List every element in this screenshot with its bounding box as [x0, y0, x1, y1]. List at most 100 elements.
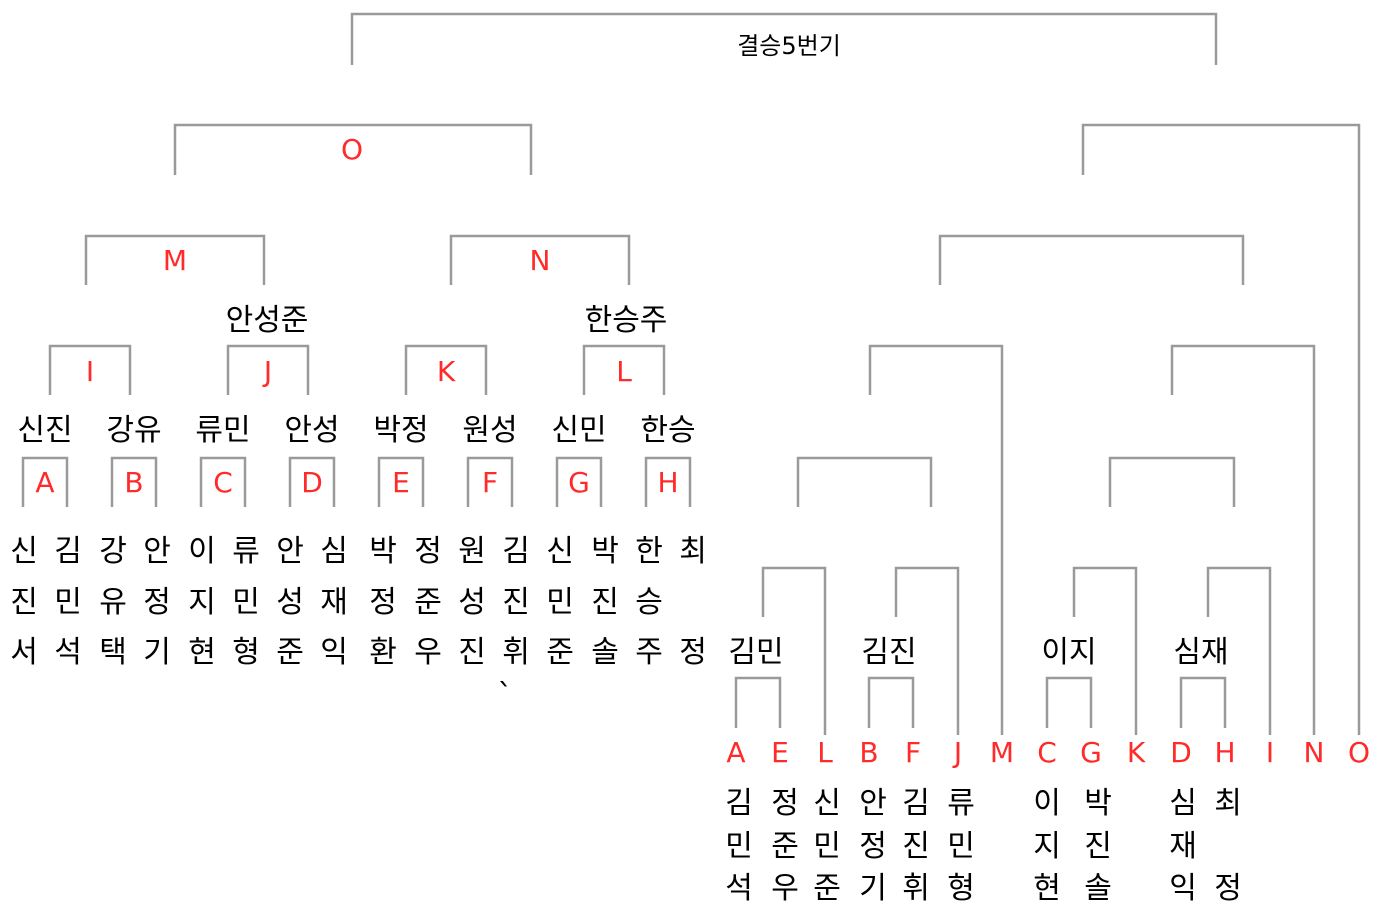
bracket-line-m [84, 234, 266, 285]
player-name-char: 형 [232, 635, 260, 670]
bracket-line-n [449, 234, 631, 285]
player-name-char: 심 [320, 534, 348, 569]
player-name-char: 민 [546, 585, 574, 620]
player-name-char: 기 [143, 635, 171, 670]
match-winner: 한승 [640, 413, 695, 448]
match-winner: 신민 [551, 413, 606, 448]
bottom-name-char: 지 [1033, 829, 1061, 864]
bracket-line-i [48, 344, 132, 395]
bottom-name-char: 민 [813, 829, 841, 864]
bracket-line-right-6b [867, 676, 915, 728]
player-name-char: 박 [591, 534, 619, 569]
player-name-char: 솔 [591, 635, 619, 670]
bottom-name-char: 형 [947, 871, 975, 906]
player-name-char: 류 [232, 534, 260, 569]
bracket-line-right-4b [1108, 456, 1236, 507]
bracket-line-b [110, 456, 158, 507]
bottom-label: B [859, 736, 878, 769]
match-winner: 강유 [106, 413, 161, 448]
bracket-line-g [555, 456, 603, 507]
bottom-name-char: 정 [1214, 871, 1242, 906]
bottom-name-char: 재 [1169, 829, 1197, 864]
bottom-label: C [1037, 736, 1057, 769]
label-m: M [163, 244, 187, 277]
player-name-char: 서 [10, 635, 38, 670]
match-winner: 원성 [462, 413, 517, 448]
match-winner: 안성 [284, 413, 339, 448]
player-name-char: 안 [143, 534, 171, 569]
bottom-name-char: 솔 [1084, 871, 1112, 906]
bottom-name-char: 민 [725, 829, 753, 864]
right-winner: 심재 [1173, 635, 1228, 670]
label-f: F [482, 466, 498, 499]
label-j: J [262, 355, 272, 388]
player-name-char: 강 [99, 534, 127, 569]
player-names: 신진서김민석강유택안정기이지현류민형안성준심재익박정환정준우원성진김진휘신민준박… [10, 534, 707, 670]
player-name-char: 재 [320, 585, 348, 620]
player-name-char: 정 [369, 585, 397, 620]
player-name-char: 석 [54, 635, 82, 670]
bracket-line-f [466, 456, 514, 507]
player-name-char: 진 [10, 585, 38, 620]
player-name-char: 택 [99, 635, 127, 670]
label-h: H [657, 466, 678, 499]
bottom-label: A [726, 736, 745, 769]
bottom-label: F [905, 736, 921, 769]
bottom-label: D [1170, 736, 1192, 769]
label-l: L [616, 355, 632, 388]
player-name-char: 휘 [502, 635, 530, 670]
player-name-char: 정 [679, 635, 707, 670]
bottom-label: H [1214, 736, 1235, 769]
bracket-line-right-4a [796, 456, 933, 507]
bracket-line-d [288, 456, 336, 507]
player-name-char: 준 [414, 585, 442, 620]
bottom-label: M [990, 736, 1014, 769]
player-name-char: 신 [546, 534, 574, 569]
bottom-name-char: 김 [902, 786, 930, 821]
bracket-line-k [404, 344, 488, 395]
player-name-char: 진 [502, 585, 530, 620]
label-o: O [341, 133, 363, 166]
player-name-char: 승 [635, 585, 663, 620]
right-winner: 이지 [1041, 635, 1096, 670]
final-bracket-line [350, 12, 1218, 65]
bottom-name-char: 진 [1084, 829, 1112, 864]
player-name-char: 원 [458, 534, 486, 569]
label-b: B [124, 466, 143, 499]
player-name-char: 민 [54, 585, 82, 620]
label-a: A [35, 466, 54, 499]
bottom-name-char: 이 [1033, 786, 1061, 821]
bracket-line-j [226, 344, 310, 395]
bracket-line-right-6c [1045, 676, 1093, 728]
bottom-label: I [1266, 736, 1274, 769]
bracket-line-right-top [1081, 123, 1361, 735]
bracket-line-e [377, 456, 425, 507]
bottom-label: J [952, 736, 962, 769]
bottom-name-char: 정 [859, 829, 887, 864]
player-name-char: 민 [232, 585, 260, 620]
bottom-label: L [817, 736, 833, 769]
player-name-char: 주 [635, 635, 663, 670]
bottom-name-char: 박 [1084, 786, 1112, 821]
bracket-line-a [21, 456, 69, 507]
bottom-name-char: 진 [902, 829, 930, 864]
player-name-char: 이 [188, 534, 216, 569]
bracket-line-right-5c [1072, 566, 1138, 735]
bottom-name-char: 석 [725, 871, 753, 906]
bracket-line-right-3a [868, 344, 1004, 735]
label-k: K [437, 355, 456, 388]
player-name-char: 안 [276, 534, 304, 569]
player-name-char: 정 [414, 534, 442, 569]
bracket-line-right-6a [734, 676, 782, 728]
bracket-line-h [644, 456, 692, 507]
player-name-char: 준 [546, 635, 574, 670]
bracket-line-right-5a [761, 566, 827, 735]
player-name-char: 한 [635, 534, 663, 569]
label-i: I [86, 355, 94, 388]
label-n: N [530, 244, 551, 277]
bottom-name-char: 최 [1214, 786, 1242, 821]
